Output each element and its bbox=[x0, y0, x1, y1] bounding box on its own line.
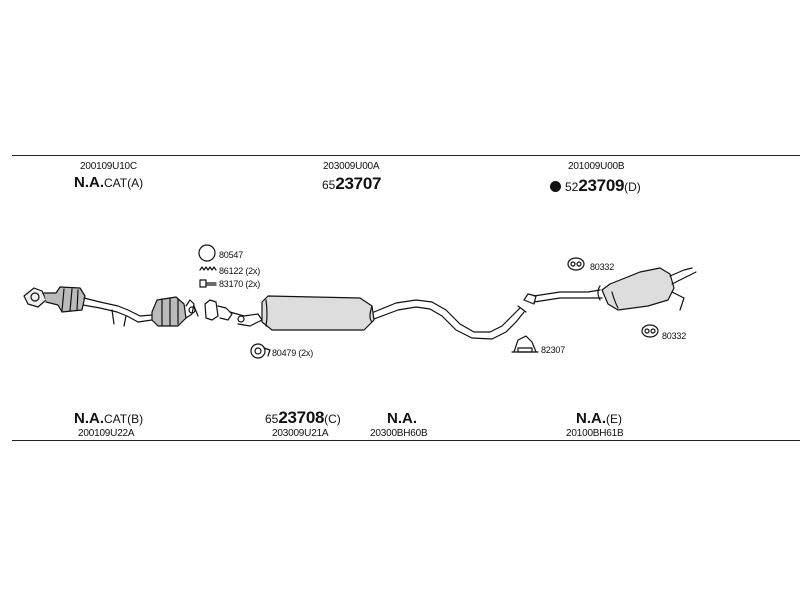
part-number: 23707 bbox=[335, 174, 382, 193]
clamp-icon[interactable] bbox=[250, 343, 271, 359]
oem-number-bottom-4: 20100BH61B bbox=[566, 428, 624, 439]
accessory-label[interactable]: 80332 bbox=[590, 262, 615, 272]
accessory-label[interactable]: 83170 (2x) bbox=[219, 279, 261, 289]
part-prefix: 52 bbox=[565, 180, 579, 194]
part-prefix: N.A. bbox=[74, 174, 104, 191]
part-number: 23709 bbox=[578, 176, 625, 195]
flange-connector[interactable] bbox=[204, 299, 263, 327]
part-label-23709[interactable]: 5223709(D) bbox=[550, 176, 641, 196]
oem-number-top-mid: 203009U00A bbox=[323, 161, 380, 172]
rubber-hanger-icon[interactable] bbox=[567, 257, 585, 271]
part-label-cat-b[interactable]: N.A.CAT(B) bbox=[74, 410, 143, 427]
ring-gasket-icon[interactable] bbox=[198, 244, 216, 262]
intermediate-pipe[interactable] bbox=[373, 299, 527, 340]
rear-silencer[interactable] bbox=[523, 267, 697, 311]
accessory-label[interactable]: 80547 bbox=[219, 250, 244, 260]
part-suffix: CAT(B) bbox=[104, 412, 144, 426]
rubber-hanger-icon[interactable] bbox=[641, 324, 659, 338]
spring-icon[interactable] bbox=[199, 266, 217, 271]
part-suffix: (E) bbox=[606, 412, 622, 426]
part-label-na-3[interactable]: N.A. bbox=[387, 410, 417, 427]
catalytic-converter-a[interactable] bbox=[23, 286, 153, 327]
part-prefix: N.A. bbox=[74, 410, 104, 427]
u-clamp-icon[interactable] bbox=[511, 335, 539, 353]
part-suffix: (D) bbox=[624, 180, 641, 194]
part-label-23708[interactable]: 6523708(C) bbox=[265, 408, 341, 428]
accessory-label[interactable]: 86122 (2x) bbox=[219, 266, 261, 276]
part-label-23707[interactable]: 6523707 bbox=[322, 174, 381, 194]
part-number: 23708 bbox=[278, 408, 325, 427]
part-suffix: CAT(A) bbox=[104, 176, 144, 190]
front-silencer[interactable] bbox=[261, 295, 375, 331]
part-suffix: (C) bbox=[324, 412, 341, 426]
part-label-na-e[interactable]: N.A.(E) bbox=[576, 410, 622, 427]
top-separator-line bbox=[12, 155, 800, 156]
part-label-cat-a[interactable]: N.A.CAT(A) bbox=[74, 174, 143, 191]
part-prefix: 65 bbox=[322, 178, 336, 192]
bolt-icon[interactable] bbox=[199, 279, 217, 288]
accessory-label[interactable]: 80332 bbox=[662, 331, 687, 341]
accessory-label[interactable]: 82307 bbox=[541, 345, 566, 355]
part-prefix: 65 bbox=[265, 412, 279, 426]
oem-number-top-right: 201009U00B bbox=[568, 161, 625, 172]
bottom-separator-line bbox=[12, 440, 800, 441]
catalytic-converter-b[interactable] bbox=[151, 296, 199, 327]
oem-number-bottom-3: 20300BH60B bbox=[370, 428, 428, 439]
part-prefix: N.A. bbox=[576, 410, 606, 427]
oem-number-bottom-1: 200109U22A bbox=[78, 428, 135, 439]
filled-circle-icon bbox=[550, 181, 561, 192]
accessory-label[interactable]: 80479 (2x) bbox=[272, 348, 314, 358]
oem-number-bottom-2: 203009U21A bbox=[272, 428, 329, 439]
part-prefix: N.A. bbox=[387, 410, 417, 427]
oem-number-top-left: 200109U10C bbox=[80, 161, 137, 172]
